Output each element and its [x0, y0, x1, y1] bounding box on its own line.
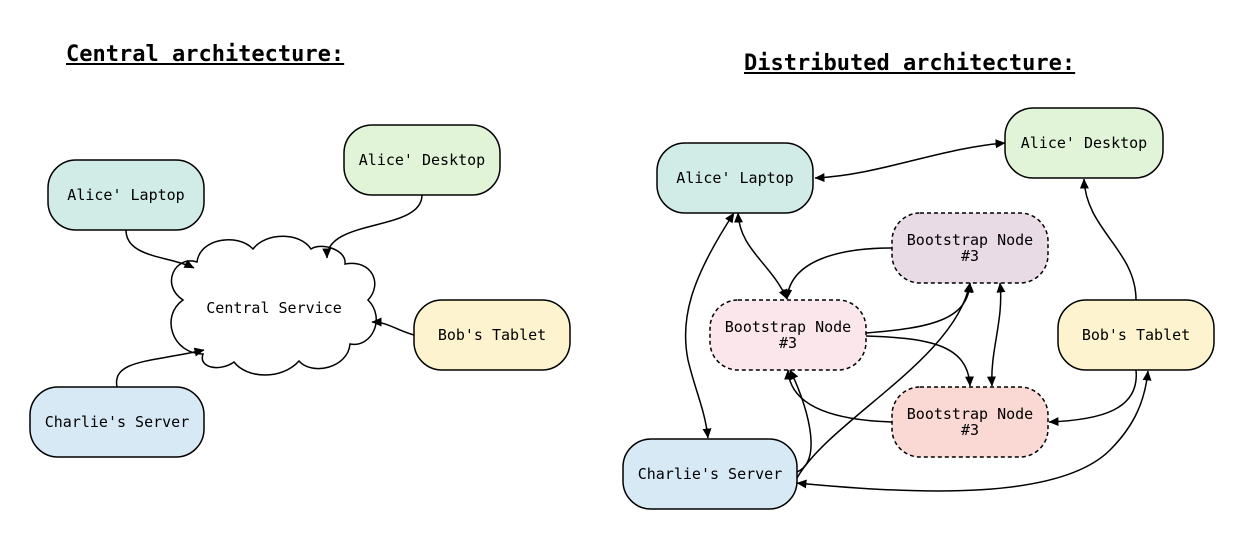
dist-node-charlies-server: Charlie's Server	[622, 438, 798, 510]
central-node-charlies-server: Charlie's Server	[29, 386, 205, 458]
dist-node-bootstrap-purple: Bootstrap Node #3	[891, 212, 1049, 284]
dist-node-bootstrap-red: Bootstrap Node #3	[891, 386, 1049, 458]
central-architecture-title: Central architecture:	[66, 42, 345, 67]
dist-node-alice-laptop: Alice' Laptop	[656, 142, 814, 214]
edge-pink-to-bootstrap-purple	[865, 282, 974, 334]
edge-server-bobs-tablet	[796, 370, 1152, 492]
central-node-alice-desktop: Alice' Desktop	[343, 124, 501, 196]
dist-node-bootstrap-pink: Bootstrap Node #3	[709, 299, 867, 371]
central-architecture: Central Service Alice' Laptop Alice' Des…	[29, 124, 571, 458]
node-label-line-1: Bootstrap Node	[907, 231, 1033, 249]
node-label: Alice' Laptop	[676, 169, 793, 187]
edge-tablet-to-alice-desktop	[1079, 178, 1137, 301]
node-label: Charlie's Server	[638, 465, 783, 483]
central-service-label: Central Service	[206, 299, 341, 317]
node-label-line-1: Bootstrap Node	[725, 318, 851, 336]
edge-alice-desktop-to-central	[322, 194, 423, 259]
dist-node-bobs-tablet: Bob's Tablet	[1057, 299, 1215, 371]
edge-laptop-charlies-server	[684, 212, 735, 439]
distributed-architecture-title: Distributed architecture:	[744, 51, 1076, 76]
edge-tablet-bootstrap-red	[1048, 369, 1137, 427]
edge-laptop-desktop	[814, 139, 1006, 183]
edge-bobs-tablet-to-central	[371, 317, 415, 336]
node-label: Bob's Tablet	[1082, 326, 1190, 344]
node-label-line-2: #3	[961, 421, 979, 439]
central-node-bobs-tablet: Bob's Tablet	[413, 299, 571, 371]
node-label: Alice' Desktop	[1021, 134, 1147, 152]
edge-red-to-bootstrap-pink	[784, 369, 893, 423]
central-node-alice-laptop: Alice' Laptop	[47, 159, 205, 231]
node-label: Alice' Laptop	[67, 186, 184, 204]
node-label-line-2: #3	[961, 247, 979, 265]
edge-alice-laptop-to-central	[125, 229, 195, 269]
dist-node-alice-desktop: Alice' Desktop	[1004, 107, 1164, 179]
distributed-architecture: Alice' Laptop Alice' Desktop Bob's Table…	[622, 107, 1215, 510]
edge-bootstrap-purple-to-pink	[783, 247, 893, 300]
node-label: Bob's Tablet	[438, 326, 546, 344]
edge-purple-red	[986, 282, 1006, 387]
edge-pink-to-bootstrap-red	[865, 335, 975, 387]
edge-laptop-bootstrap-pink	[734, 212, 788, 300]
edge-charlies-server-to-central	[115, 347, 205, 388]
node-label: Alice' Desktop	[359, 151, 485, 169]
central-service-cloud	[170, 235, 377, 376]
node-label-line-2: #3	[779, 334, 797, 352]
node-label: Charlie's Server	[45, 413, 190, 431]
